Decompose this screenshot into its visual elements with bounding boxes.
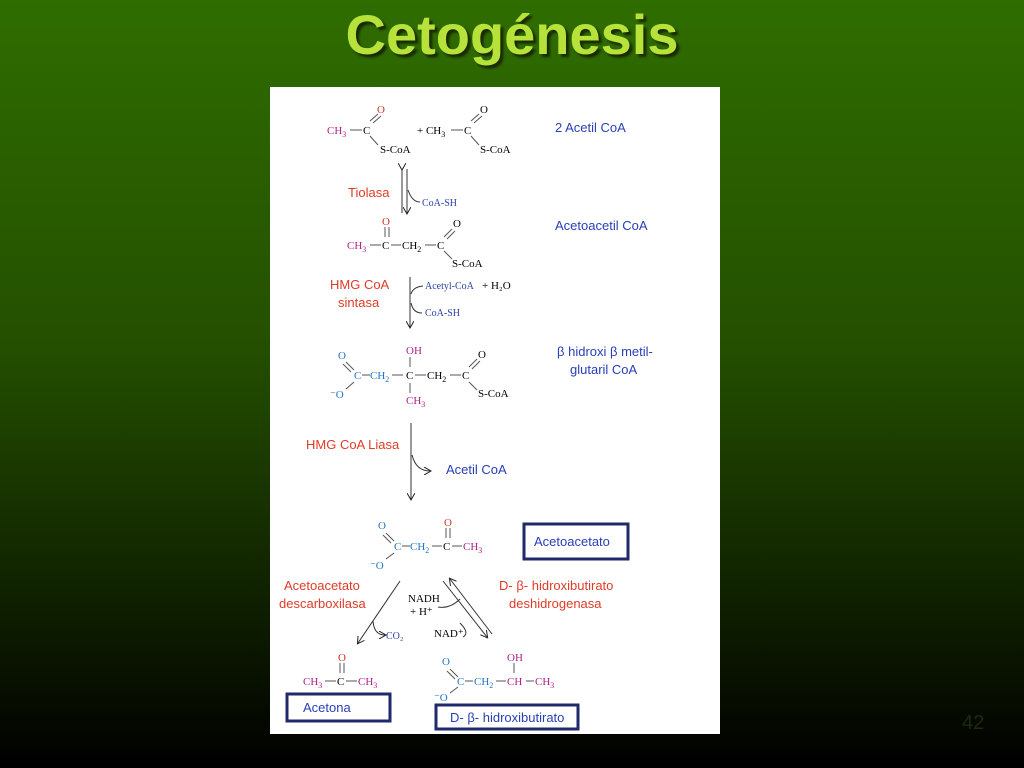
decarboxylase-label-2: descarboxilasa	[279, 596, 366, 611]
acetoacetyl-coa-structure: CH3 C O CH2 C O S-CoA	[347, 216, 483, 270]
svg-text:C: C	[437, 240, 444, 252]
acetyl-coa-output: Acetil CoA	[446, 462, 507, 477]
svg-text:CH3: CH3	[303, 676, 322, 690]
svg-text:CH: CH	[507, 676, 522, 688]
svg-text:S-CoA: S-CoA	[452, 258, 483, 270]
svg-text:⁻O: ⁻O	[370, 560, 384, 572]
slide-number: 42	[962, 712, 985, 734]
coash-2: CoA-SH	[425, 308, 460, 319]
svg-text:CH3: CH3	[358, 676, 377, 690]
acetoacetate-structure: O C CH2 C O CH3 ⁻O	[370, 517, 482, 572]
svg-text:CH3: CH3	[535, 676, 554, 690]
svg-text:C: C	[354, 370, 361, 382]
slide-title: Cetogénesis	[345, 3, 679, 66]
hmg-synthase-label-1: HMG CoA	[330, 277, 390, 292]
svg-text:C: C	[462, 370, 469, 382]
svg-text:O: O	[377, 104, 385, 116]
hmg-coa-label-1: β hidroxi β metil-	[557, 344, 653, 359]
svg-text:+ CH3: + CH3	[417, 125, 445, 139]
hmg-coa-label-2: glutaril CoA	[570, 362, 638, 377]
hydroxybutyrate-box	[434, 703, 580, 731]
svg-text:CH2: CH2	[370, 370, 389, 384]
h-plus: + H⁺	[410, 606, 433, 618]
svg-text:⁻O: ⁻O	[330, 389, 344, 401]
curved-arrow	[407, 189, 421, 203]
acetyl-coa-input: Acetyl-CoA	[425, 281, 475, 292]
svg-text:C: C	[464, 125, 471, 137]
svg-text:CH3: CH3	[406, 395, 425, 409]
svg-text:O: O	[338, 652, 346, 664]
svg-text:C: C	[443, 541, 450, 553]
decarboxylation-arrow	[358, 580, 401, 643]
dehydrogenase-label-2: deshidrogenasa	[509, 596, 602, 611]
acetone-structure: CH3 C O CH3	[303, 652, 377, 690]
ketogenesis-diagram: CH3 C O S-CoA + CH3 C O S-CoA 2 Acetil C…	[270, 87, 720, 734]
svg-text:CH3: CH3	[327, 125, 346, 139]
svg-text:S-CoA: S-CoA	[480, 144, 511, 156]
svg-text:CH3: CH3	[347, 240, 366, 254]
svg-text:C: C	[363, 125, 370, 137]
nad: NAD⁺	[434, 628, 464, 640]
acetoacetyl-coa-label: Acetoacetil CoA	[555, 218, 648, 233]
h2o-input: + H₂O	[482, 280, 511, 292]
acetyl-coa-label: 2 Acetil CoA	[555, 120, 626, 135]
hmg-lyase-label: HMG CoA Liasa	[306, 437, 400, 452]
svg-text:O: O	[338, 350, 346, 362]
svg-text:C: C	[382, 240, 389, 252]
svg-text:⁻O: ⁻O	[434, 692, 448, 704]
decarboxylase-label-1: Acetoacetato	[284, 578, 360, 593]
oxidation-arrow	[450, 579, 493, 635]
reduction-arrow	[442, 580, 487, 637]
hmg-synthase-label-2: sintasa	[338, 295, 380, 310]
svg-text:O: O	[480, 104, 488, 116]
acetyl-coa-structure: CH3 C O S-CoA + CH3 C O S-CoA	[327, 104, 511, 156]
svg-text:OH: OH	[406, 345, 422, 357]
nadh: NADH	[408, 593, 440, 605]
svg-text:CH2: CH2	[474, 676, 493, 690]
co2-output: CO₂	[386, 631, 403, 642]
dehydrogenase-label-1: D- β- hidroxibutirato	[499, 578, 613, 593]
svg-text:O: O	[478, 349, 486, 361]
svg-text:OH: OH	[507, 652, 523, 664]
svg-text:C: C	[406, 370, 413, 382]
acetoacetate-label: Acetoacetato	[534, 534, 610, 549]
coash-1: CoA-SH	[422, 198, 457, 209]
svg-text:O: O	[442, 656, 450, 668]
svg-text:O: O	[382, 216, 390, 228]
svg-text:O: O	[444, 517, 452, 529]
svg-text:CH2: CH2	[402, 240, 421, 254]
pathway-svg: CH3 C O S-CoA + CH3 C O S-CoA 2 Acetil C…	[279, 104, 653, 731]
hydroxybutyrate-label: D- β- hidroxibutirato	[450, 710, 564, 725]
svg-text:S-CoA: S-CoA	[478, 388, 509, 400]
acetoacetate-box	[522, 522, 630, 561]
svg-text:C: C	[457, 676, 464, 688]
svg-text:S-CoA: S-CoA	[380, 144, 411, 156]
svg-text:O: O	[453, 218, 461, 230]
svg-text:CH2: CH2	[410, 541, 429, 555]
hydroxybutyrate-structure: O C CH2 CH OH CH3 ⁻O	[434, 652, 554, 704]
hmg-coa-structure: O C CH2 C OH CH3 CH2 C O S-CoA ⁻O	[330, 345, 509, 409]
acetone-label: Acetona	[303, 700, 351, 715]
svg-text:CH3: CH3	[463, 541, 482, 555]
svg-text:CH2: CH2	[427, 370, 446, 384]
acetone-box	[285, 692, 392, 723]
svg-text:C: C	[394, 541, 401, 553]
thiolase-label: Tiolasa	[348, 185, 390, 200]
svg-text:C: C	[337, 676, 344, 688]
svg-text:O: O	[378, 520, 386, 532]
